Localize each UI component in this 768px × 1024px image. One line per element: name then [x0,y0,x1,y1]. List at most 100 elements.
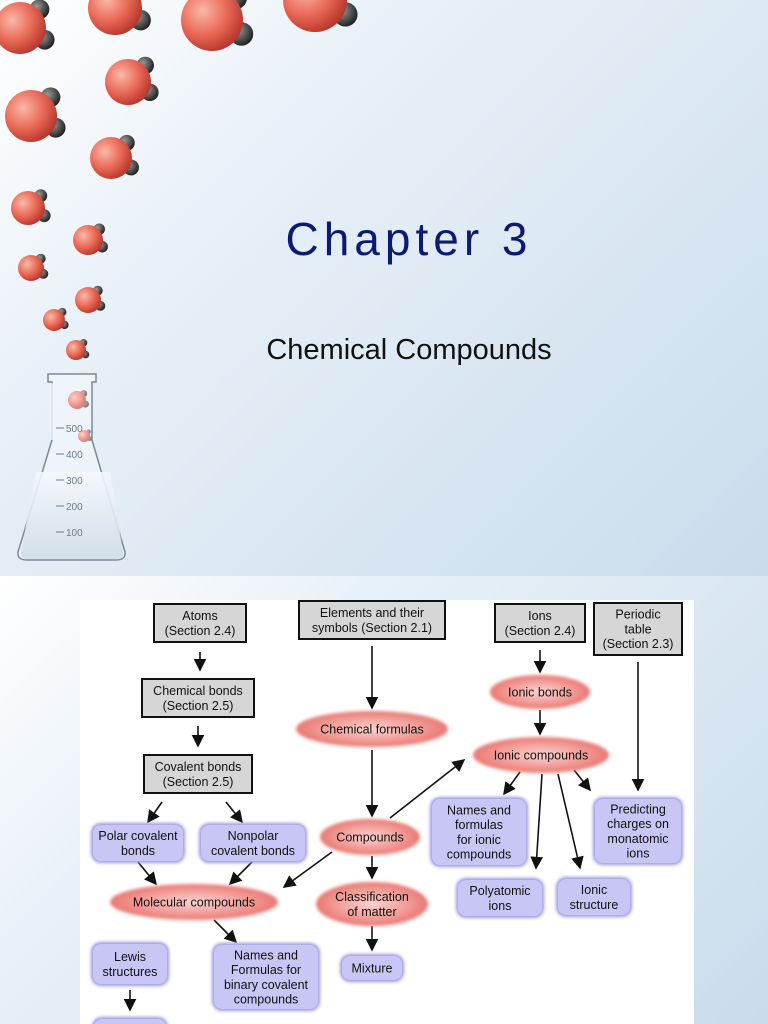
compounds-oval: Compounds [320,819,420,855]
ionic-bonds-oval: Ionic bonds [490,675,590,709]
atoms-box: Atoms(Section 2.4) [153,603,247,643]
chemical-formulas-oval-label: Chemical formulas [320,722,424,736]
molecular-cut-box: Molecular [92,1017,168,1024]
flask-volume-mark: 300 [66,476,83,487]
flow-arrow [147,801,163,824]
atoms-box-label: Atoms [182,609,217,623]
lewis-structures-box-label: Lewis [114,950,146,964]
flow-arrow [573,769,591,792]
water-molecule-icon [66,339,90,360]
covalent-bonds-box-label: (Section 2.5) [163,775,234,789]
periodic-table-box-label: table [624,622,651,636]
erlenmeyer-flask-icon: 500 400 300 200 100 [17,373,126,561]
water-molecule-icon [105,56,159,105]
molecular-compounds-oval: Molecular compounds [110,884,278,920]
slide-subtitle: Chemical Compounds [266,334,552,366]
flow-arrow [225,801,243,824]
mixture-box: Mixture [340,954,404,982]
molecular-compounds-oval-label: Molecular compounds [133,895,255,909]
mixture-box-label: Mixture [352,961,393,975]
flow-arrow [389,759,466,819]
flask-volume-mark: 200 [66,502,83,513]
water-molecule-icon [283,0,358,32]
names-binary-box-label: Formulas for [231,963,301,977]
classification-oval-label: of matter [347,905,396,919]
lewis-structures-box-label: structures [103,965,158,979]
flow-arrow [530,773,544,870]
flow-arrow [137,861,158,886]
predicting-charges-box-label: ions [627,847,650,861]
water-molecule-icon [68,390,89,409]
water-molecule-icon [78,429,92,442]
names-ionic-box-label: Names and [447,803,511,817]
ions-box: Ions(Section 2.4) [494,603,586,643]
compounds-oval-label: Compounds [336,830,403,844]
polyatomic-ions-box-label: Polyatomic [469,884,530,898]
chemical-bonds-box: Chemical bonds(Section 2.5) [141,678,255,718]
names-binary-box-label: compounds [234,993,299,1007]
covalent-bonds-box-label: Covalent bonds [155,760,242,774]
polar-covalent-box-label: Polar covalent [98,829,178,843]
predicting-charges-box-label: monatomic [607,832,668,846]
flow-arrow [213,919,238,944]
water-molecule-icon [11,189,51,225]
concept-map-diagram: Atoms(Section 2.4) Elements and theirsymb… [91,600,683,1024]
water-molecule-icon [90,134,139,179]
water-molecule-icon [0,0,55,54]
periodic-table-box-label: Periodic [615,608,660,622]
atoms-box-label: (Section 2.4) [165,624,236,638]
periodic-table-box-label: (Section 2.3) [603,637,674,651]
slide-title: Chapter 3 [285,213,533,265]
names-binary-box-label: binary covalent [224,978,309,992]
ions-box-label: Ions [528,609,552,623]
water-molecule-icon [181,0,254,51]
title-slide: 500 400 300 200 100 Chapter 3 Chemical Compo… [0,0,768,576]
ionic-compounds-oval: Ionic compounds [473,737,609,773]
chemical-bonds-box-label: Chemical bonds [153,684,243,698]
molecules-illustration: 500 400 300 200 100 [0,0,358,561]
covalent-bonds-box: Covalent bonds(Section 2.5) [143,754,253,794]
polar-covalent-box-label: bonds [121,844,155,858]
water-molecule-icon [18,253,49,281]
names-ionic-box-label: for ionic [457,833,501,847]
flow-arrow [557,773,584,870]
flask-volume-mark: 100 [66,528,83,539]
flow-arrow [282,851,333,888]
names-ionic-box-label: formulas [455,818,503,832]
water-molecule-icon [5,87,66,142]
nonpolar-covalent-box-label: Nonpolar [228,829,279,843]
predicting-charges-box-label: charges on [607,817,669,831]
flask-volume-mark: 500 [66,424,83,435]
names-binary-box-label: Names and [234,948,298,962]
flask-volume-mark: 400 [66,450,83,461]
classification-oval-label: Classification [335,890,409,904]
water-molecule-icon [88,0,151,35]
water-molecule-icon [75,285,106,313]
flow-arrow [503,771,521,796]
ionic-compounds-oval-label: Ionic compounds [494,748,589,762]
ionic-structure-box-label: Ionic [581,883,607,897]
ionic-structure-box-label: structure [570,898,619,912]
chemical-bonds-box-label: (Section 2.5) [163,699,234,713]
ionic-bonds-oval-label: Ionic bonds [508,685,572,699]
names-ionic-box-label: compounds [447,848,512,862]
elements-box-label: Elements and their [320,606,424,620]
elements-box-label: symbols (Section 2.1) [312,621,432,635]
water-molecule-icon [43,307,69,331]
flow-arrow [228,861,253,886]
predicting-charges-box-label: Predicting [610,802,666,816]
polyatomic-ions-box-label: ions [489,899,512,913]
chemical-formulas-oval: Chemical formulas [296,711,448,747]
nonpolar-covalent-box-label: covalent bonds [211,844,295,858]
